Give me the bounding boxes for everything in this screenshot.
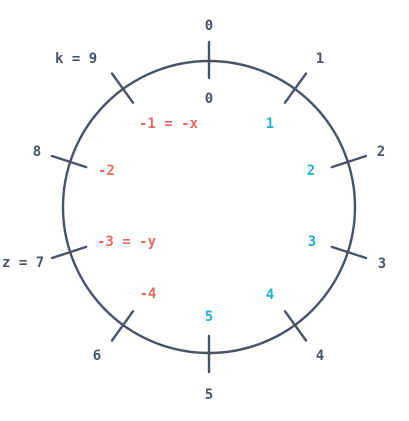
tick-8 bbox=[50, 154, 88, 169]
outer-label-8: 8 bbox=[33, 144, 41, 160]
inner-label-3: 3 bbox=[308, 234, 316, 250]
tick-4 bbox=[283, 310, 308, 342]
outer-label-5: 5 bbox=[205, 387, 213, 403]
outer-label-4: 4 bbox=[316, 348, 324, 364]
outer-label-3: 3 bbox=[378, 256, 386, 272]
outer-label-6: 6 bbox=[93, 348, 101, 364]
inner-label-6: -4 bbox=[140, 286, 157, 302]
tick-9 bbox=[110, 72, 135, 104]
tick-6 bbox=[110, 310, 135, 342]
inner-label-0: 0 bbox=[205, 91, 213, 107]
outer-labels: 0 1 2 3 4 5 6 z = 7 8 k = 9 bbox=[2, 18, 386, 403]
tick-7 bbox=[50, 245, 88, 260]
inner-labels: 0 1 2 3 4 5 -4 -3 = -y -2 -1 = -x bbox=[97, 91, 316, 325]
inner-label-9: -1 = -x bbox=[139, 116, 199, 132]
inner-label-1: 1 bbox=[266, 116, 274, 132]
inner-label-2: 2 bbox=[307, 163, 315, 179]
tick-2 bbox=[330, 154, 368, 169]
outer-label-9: k = 9 bbox=[55, 51, 97, 67]
inner-label-7: -3 = -y bbox=[97, 234, 157, 250]
inner-label-5: 5 bbox=[205, 309, 213, 325]
outer-label-1: 1 bbox=[316, 51, 324, 67]
outer-label-7: z = 7 bbox=[2, 255, 44, 271]
outer-label-2: 2 bbox=[377, 144, 385, 160]
outer-label-0: 0 bbox=[205, 18, 213, 34]
tick-marks bbox=[50, 40, 368, 374]
tick-1 bbox=[283, 72, 308, 104]
inner-label-4: 4 bbox=[266, 287, 274, 303]
inner-label-8: -2 bbox=[98, 163, 115, 179]
tick-3 bbox=[330, 245, 368, 260]
